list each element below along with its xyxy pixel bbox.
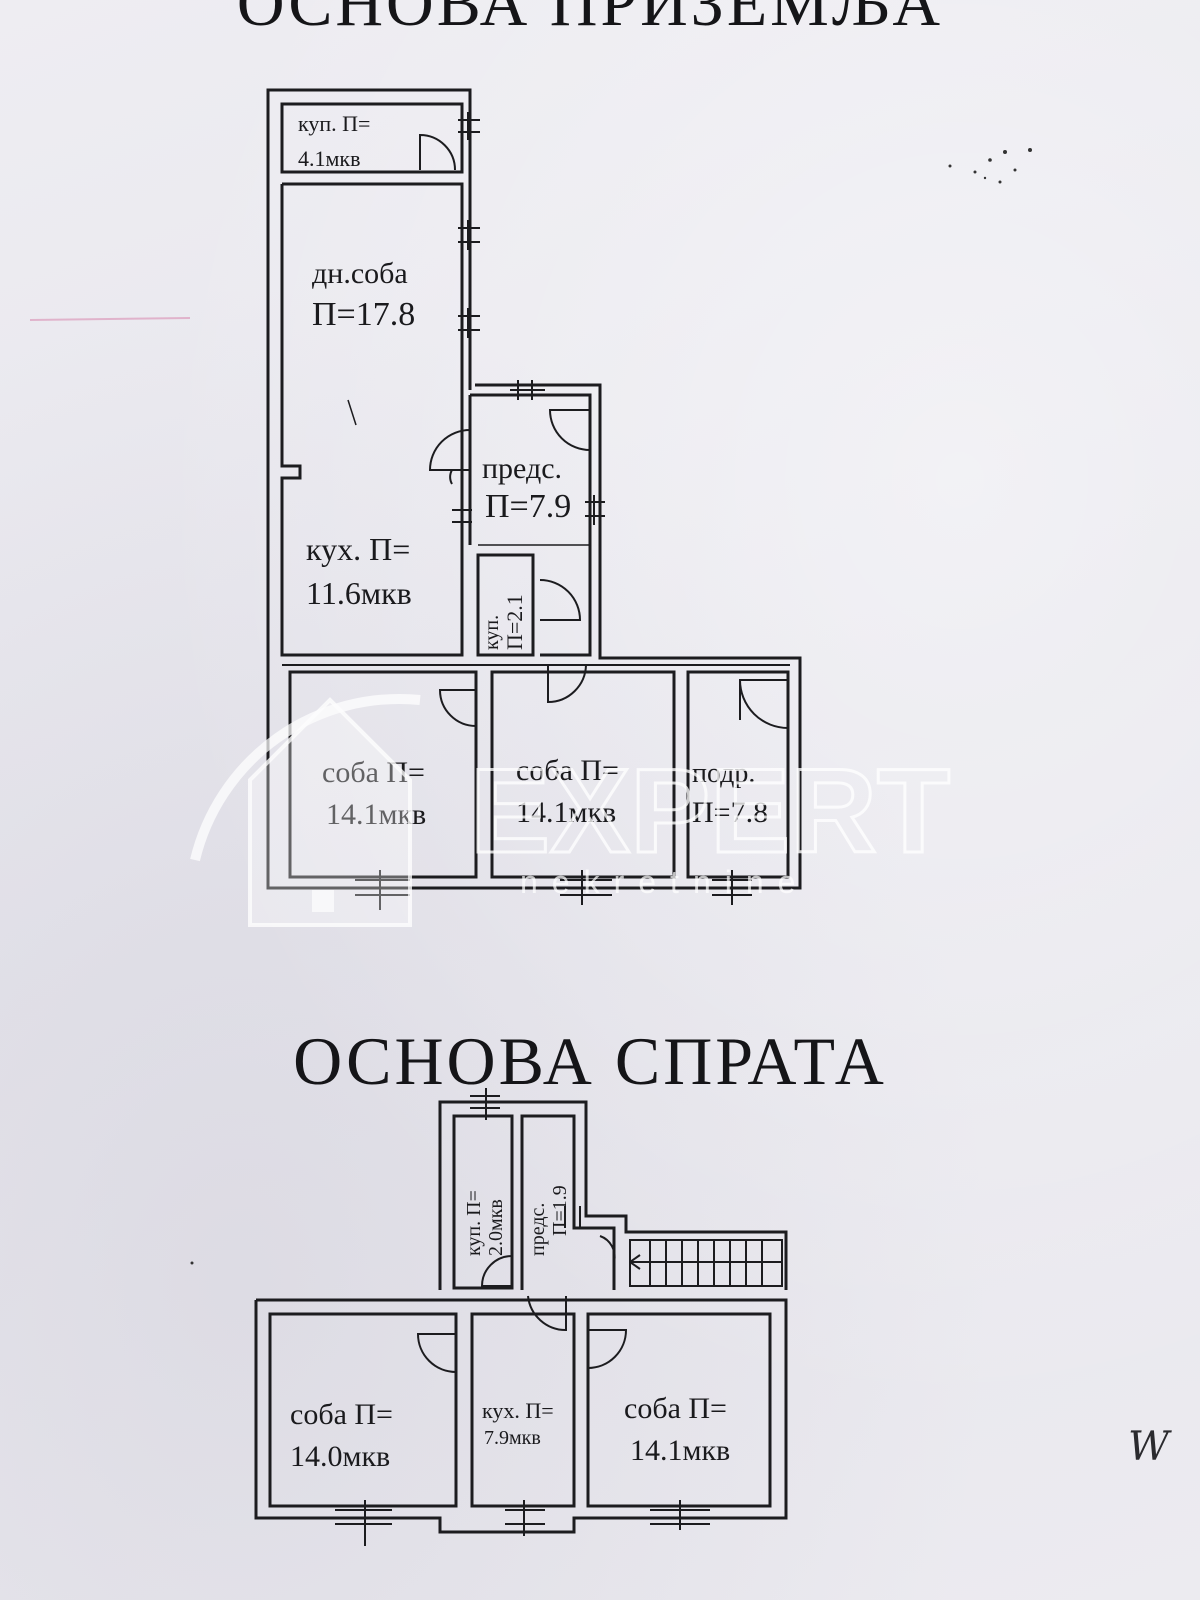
label-upper-kitchen-2: 7.9мкв	[484, 1427, 541, 1449]
house-icon	[248, 697, 412, 927]
wall-living-kitchen	[280, 182, 464, 657]
upper-floor-plan	[254, 1088, 788, 1546]
ground-floor-labels: куп. П= 4.1мкв дн.соба П=17.8 предс. П=7…	[298, 111, 768, 831]
ground-floor-plan	[266, 88, 802, 910]
label-kitchen-1: кух. П=	[306, 531, 410, 567]
watermark-sub: nekretnine	[520, 864, 809, 900]
wall-upper-hall	[520, 1114, 616, 1290]
label-upper-room-right-2: 14.1мкв	[630, 1434, 730, 1467]
pink-pen-mark	[29, 317, 191, 321]
wall-storage	[686, 670, 790, 879]
label-upper-bath-1: куп. П=	[463, 1190, 485, 1256]
label-upper-kitchen-1: кух. П=	[482, 1398, 554, 1423]
label-living-2: П=17.8	[312, 296, 415, 333]
label-small-bath-1: куп.	[481, 615, 503, 650]
label-room-left-1: соба П=	[322, 756, 425, 789]
stairs	[629, 1239, 783, 1287]
wall-room-left	[288, 670, 478, 879]
label-hall-2: П=7.9	[485, 488, 571, 525]
ground-floor-title: ОСНОВА ПРИЗЕМЉА	[236, 0, 944, 40]
label-room-mid-2: 14.1мкв	[516, 796, 616, 829]
label-upper-bath-2: 2.0мкв	[485, 1199, 507, 1256]
label-upper-room-left-1: соба П=	[290, 1398, 393, 1431]
watermark-brand: EXPERT	[470, 744, 950, 878]
ink-specks	[190, 148, 1032, 1265]
handwritten-mark: W	[1128, 1424, 1172, 1470]
label-bath-top-2: 4.1мкв	[298, 146, 361, 171]
label-small-bath-2: П=2.1	[502, 594, 527, 650]
label-upper-room-right-1: соба П=	[624, 1392, 727, 1425]
wall-upper-room-left	[268, 1312, 458, 1508]
wall-upper-bath	[452, 1114, 514, 1290]
watermark-logo: EXPERT nekretnine	[190, 693, 952, 927]
label-living-1: дн.соба	[312, 257, 408, 290]
label-hall-1: предс.	[482, 452, 562, 485]
upper-floor-labels: куп. П= 2.0мкв предс. П=1.9 соба П= 14.0…	[290, 1185, 730, 1473]
label-room-mid-1: соба П=	[516, 754, 619, 787]
label-storage-2: П=7.8	[692, 796, 768, 829]
wall-small-bath	[476, 553, 535, 657]
label-kitchen-2: 11.6мкв	[306, 575, 412, 611]
label-upper-hall-2: П=1.9	[549, 1185, 571, 1236]
label-storage-1: подр.	[692, 758, 755, 789]
wall-bath-top	[280, 102, 464, 174]
label-upper-room-left-2: 14.0мкв	[290, 1440, 390, 1473]
upper-floor-title: ОСНОВА СПРАТА	[293, 1023, 887, 1099]
label-upper-hall-1: предс.	[527, 1203, 549, 1256]
label-bath-top-1: куп. П=	[298, 111, 370, 136]
